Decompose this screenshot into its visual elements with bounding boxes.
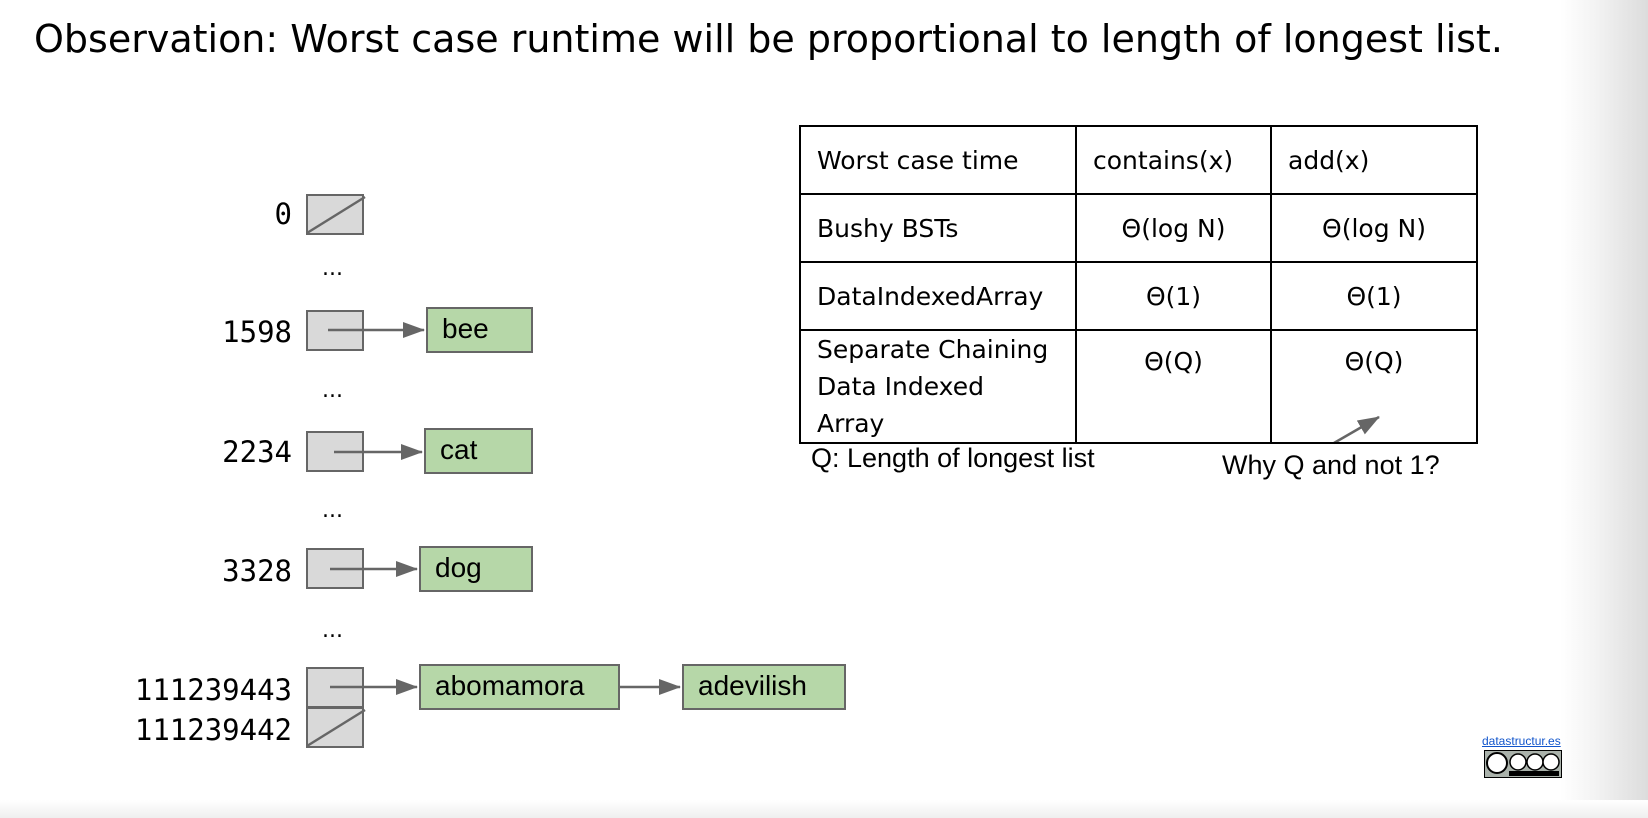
datastructures-link[interactable]: datastructur.es [1482, 734, 1561, 748]
contains-cell: Θ(log N) [1075, 193, 1272, 263]
runtime-table: Worst case time contains(x) add(x) Bushy… [799, 125, 1478, 444]
table-row: Separate Chaining Data Indexed Array Θ(Q… [799, 329, 1478, 444]
slide: Observation: Worst case runtime will be … [34, 17, 1503, 748]
bucket-index: 1598 [222, 315, 292, 349]
add-cell: Θ(1) [1270, 261, 1478, 331]
bucket-index: 111239443 [134, 673, 292, 707]
q-definition-note: Q: Length of longest list [811, 443, 1095, 473]
why-q-question: Why Q and not 1? [1222, 450, 1440, 480]
table-row: Bushy BSTs Θ(log N) Θ(log N) [799, 193, 1478, 263]
bottom-edge-shadow [0, 800, 1648, 818]
table-header-cell: contains(x) [1075, 125, 1272, 195]
row-label-line: Data Indexed Array [817, 372, 984, 438]
row-label: DataIndexedArray [799, 261, 1077, 331]
row-label-line: Separate Chaining [817, 335, 1049, 364]
bucket-index: 2234 [222, 435, 292, 469]
null-slash-icon [306, 708, 366, 748]
bucket-index: 3328 [222, 554, 292, 588]
table-header-cell: add(x) [1270, 125, 1478, 195]
list-node: dog [419, 546, 533, 592]
ellipsis: ... [322, 618, 343, 643]
bucket-index: 111239442 [134, 713, 292, 747]
row-label: Bushy BSTs [799, 193, 1077, 263]
table-header-row: Worst case time contains(x) add(x) [799, 125, 1478, 195]
table-header-cell: Worst case time [799, 125, 1077, 195]
row-label: Separate Chaining Data Indexed Array [799, 329, 1077, 444]
ellipsis: ... [322, 498, 343, 523]
null-slash-icon [306, 195, 366, 235]
list-node: bee [426, 307, 533, 353]
contains-cell: Θ(Q) [1075, 329, 1272, 444]
window-edge-shadow [1560, 0, 1648, 818]
bucket-index: 0 [274, 197, 292, 231]
list-node: cat [424, 428, 533, 474]
table-row: DataIndexedArray Θ(1) Θ(1) [799, 261, 1478, 331]
list-node: adevilish [682, 664, 846, 710]
add-cell: Θ(log N) [1270, 193, 1478, 263]
slide-title: Observation: Worst case runtime will be … [34, 17, 1503, 61]
list-node: abomamora [419, 664, 620, 710]
add-cell: Θ(Q) [1270, 329, 1478, 444]
ellipsis: ... [322, 256, 343, 281]
ellipsis: ... [322, 378, 343, 403]
cc-by-nc-sa-badge-icon [1484, 750, 1562, 778]
contains-cell: Θ(1) [1075, 261, 1272, 331]
